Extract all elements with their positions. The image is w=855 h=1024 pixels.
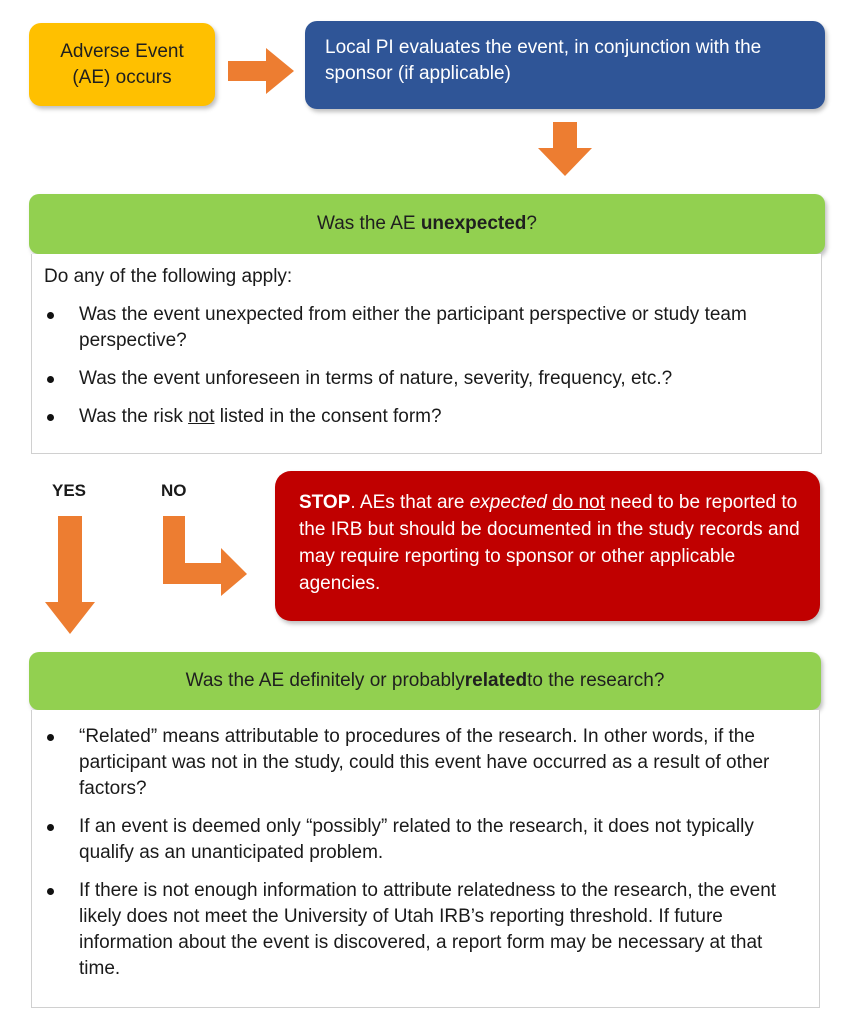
pi-evaluates-text: Local PI evaluates the event, in conjunc…: [325, 37, 762, 84]
list-item: If an event is deemed only “possibly” re…: [44, 814, 805, 866]
q2-bold: related: [464, 670, 528, 691]
item3-underline: not: [188, 406, 215, 427]
item3-post: listed in the consent form?: [214, 406, 442, 427]
arrow-right-icon: [228, 48, 294, 94]
adverse-event-line2: (AE) occurs: [72, 66, 172, 88]
item3-pre: Was the risk: [79, 406, 189, 427]
yes-label: YES: [52, 481, 87, 500]
no-arrow-bent-icon: [163, 516, 247, 596]
question-unexpected-header: Was the AE unexpected?: [29, 194, 825, 254]
stop-bold: STOP: [299, 492, 351, 513]
question-related-header: Was the AE definitely or probably relate…: [29, 652, 821, 710]
stop-italic: expected: [469, 492, 547, 513]
q1-pre: Was the AE: [316, 213, 416, 234]
related-criteria-panel: “Related” means attributable to procedur…: [31, 710, 820, 1008]
list-item: “Related” means attributable to procedur…: [44, 724, 805, 802]
yes-arrow-down-icon: [45, 516, 95, 634]
criteria-intro: Do any of the following apply:: [44, 266, 293, 287]
stop-box: STOP. AEs that are expected do not need …: [275, 471, 820, 621]
no-label: NO: [161, 481, 187, 500]
adverse-event-box: Adverse Event (AE) occurs: [29, 23, 215, 106]
list-item: Was the risk not listed in the consent f…: [44, 404, 807, 430]
stop-text-3: need to be reported to the IRB but shoul…: [299, 492, 800, 594]
list-item: Was the event unexpected from either the…: [44, 302, 807, 354]
arrow-down-icon: [538, 122, 592, 176]
stop-text-1: . AEs that are: [350, 492, 470, 513]
related-list: “Related” means attributable to procedur…: [44, 724, 805, 982]
q2-post: to the research?: [527, 670, 665, 691]
adverse-event-line1: Adverse Event: [60, 40, 184, 62]
criteria-list: Was the event unexpected from either the…: [44, 302, 807, 430]
stop-underline: do not: [552, 492, 605, 513]
list-item: Was the event unforeseen in terms of nat…: [44, 366, 807, 392]
q1-post: ?: [526, 213, 537, 234]
unexpected-criteria-panel: Do any of the following apply: Was the e…: [31, 254, 822, 454]
q2-pre: Was the AE definitely or probably: [185, 670, 465, 691]
q1-bold: unexpected: [420, 213, 527, 234]
list-item: If there is not enough information to at…: [44, 878, 805, 982]
pi-evaluates-box: Local PI evaluates the event, in conjunc…: [305, 21, 825, 109]
